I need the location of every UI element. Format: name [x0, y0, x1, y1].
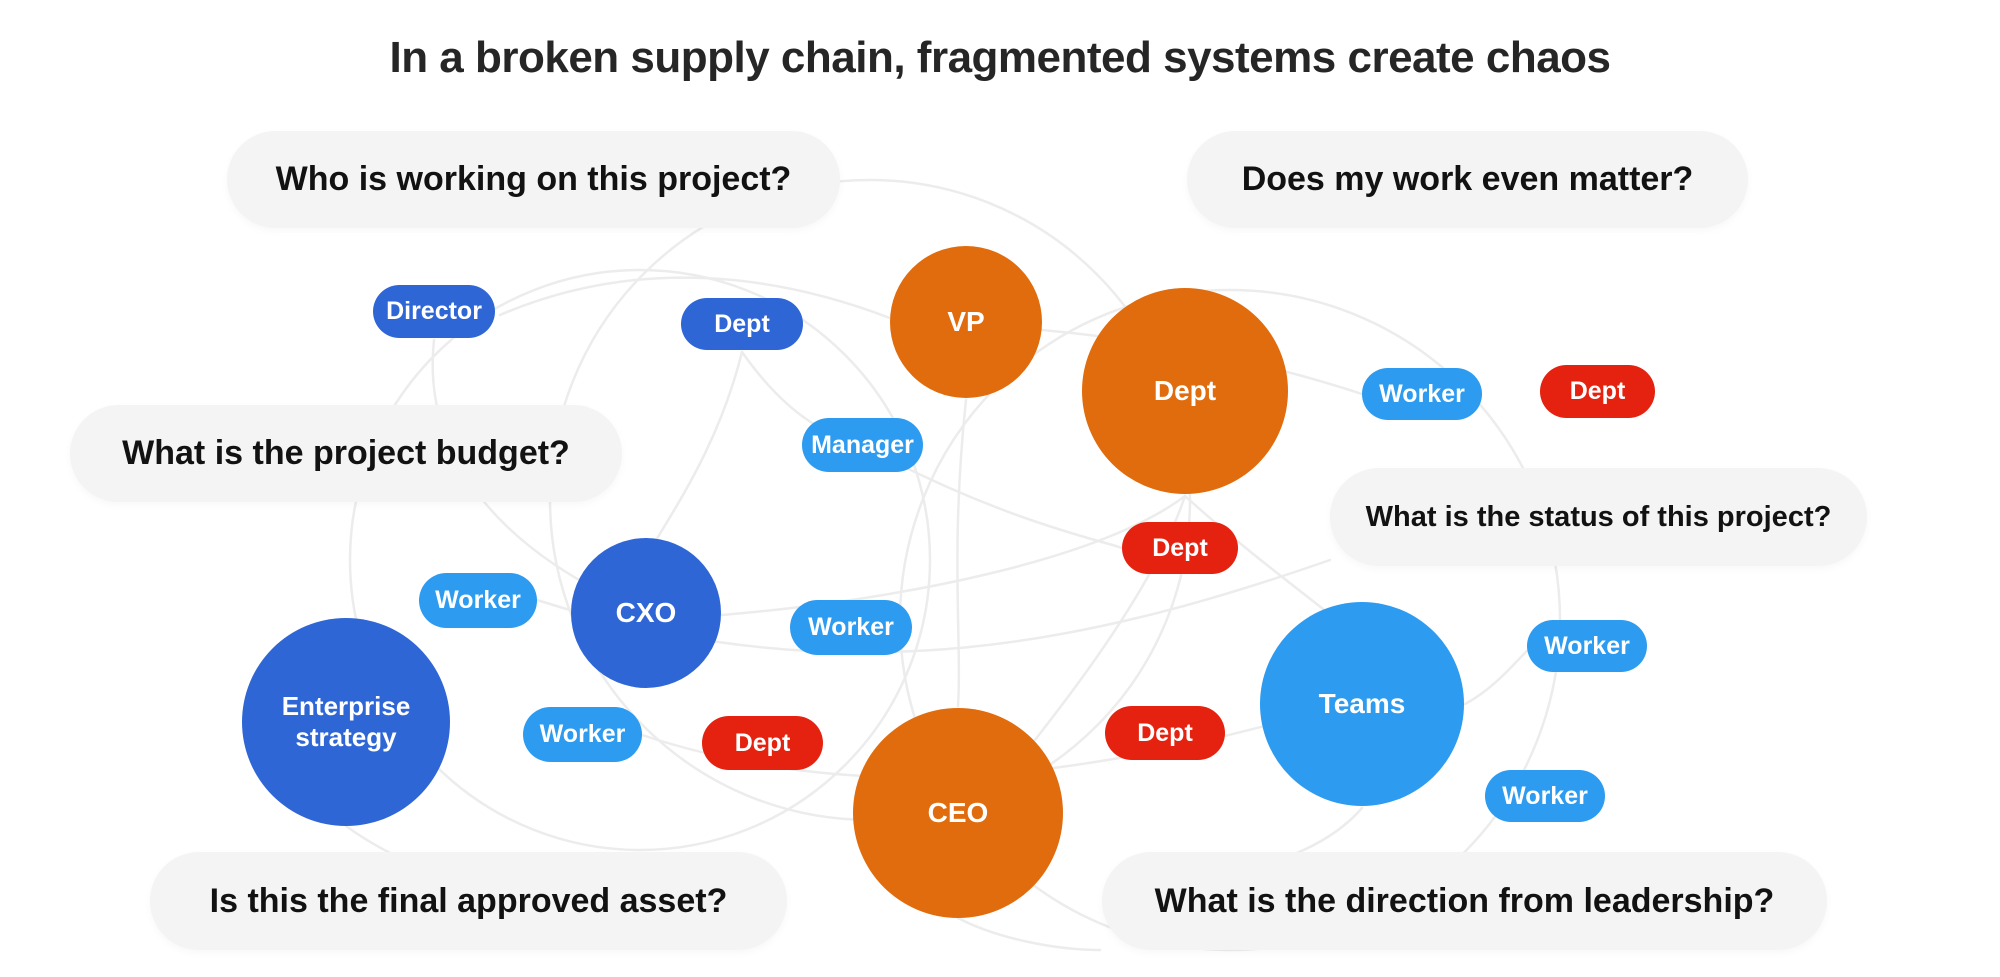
question-project-budget: What is the project budget?	[70, 405, 622, 502]
pill-worker-middle: Worker	[790, 600, 912, 655]
enterprise-strategy-line1: Enterprise	[281, 690, 411, 721]
pill-worker-below-cxo: Worker	[523, 707, 642, 762]
question-final-asset: Is this the final approved asset?	[150, 852, 787, 950]
pill-dept-red-mid: Dept	[1122, 522, 1238, 574]
pill-worker-right: Worker	[1527, 620, 1647, 672]
question-project-status: What is the status of this project?	[1330, 468, 1867, 566]
pill-manager: Manager	[802, 418, 923, 472]
enterprise-strategy-line2: strategy	[295, 722, 397, 752]
question-who-working: Who is working on this project?	[227, 131, 840, 228]
pill-worker-left: Worker	[419, 573, 537, 628]
node-dept-large: Dept	[1082, 288, 1288, 494]
pill-dept-red-near-teams: Dept	[1105, 706, 1225, 760]
node-enterprise-strategy: Enterprise strategy	[242, 618, 450, 826]
pill-worker-top-right: Worker	[1362, 368, 1482, 420]
question-work-matter: Does my work even matter?	[1187, 131, 1748, 228]
node-teams: Teams	[1260, 602, 1464, 806]
pill-dept-red-left: Dept	[702, 716, 823, 770]
pill-worker-bottom-right: Worker	[1485, 770, 1605, 822]
pill-director: Director	[373, 285, 495, 338]
node-vp: VP	[890, 246, 1042, 398]
node-ceo: CEO	[853, 708, 1063, 918]
pill-dept-blue: Dept	[681, 298, 803, 350]
node-cxo: CXO	[571, 538, 721, 688]
page-title: In a broken supply chain, fragmented sys…	[389, 33, 1611, 83]
question-leadership-direction: What is the direction from leadership?	[1102, 852, 1827, 950]
pill-dept-red-top-right: Dept	[1540, 365, 1655, 418]
